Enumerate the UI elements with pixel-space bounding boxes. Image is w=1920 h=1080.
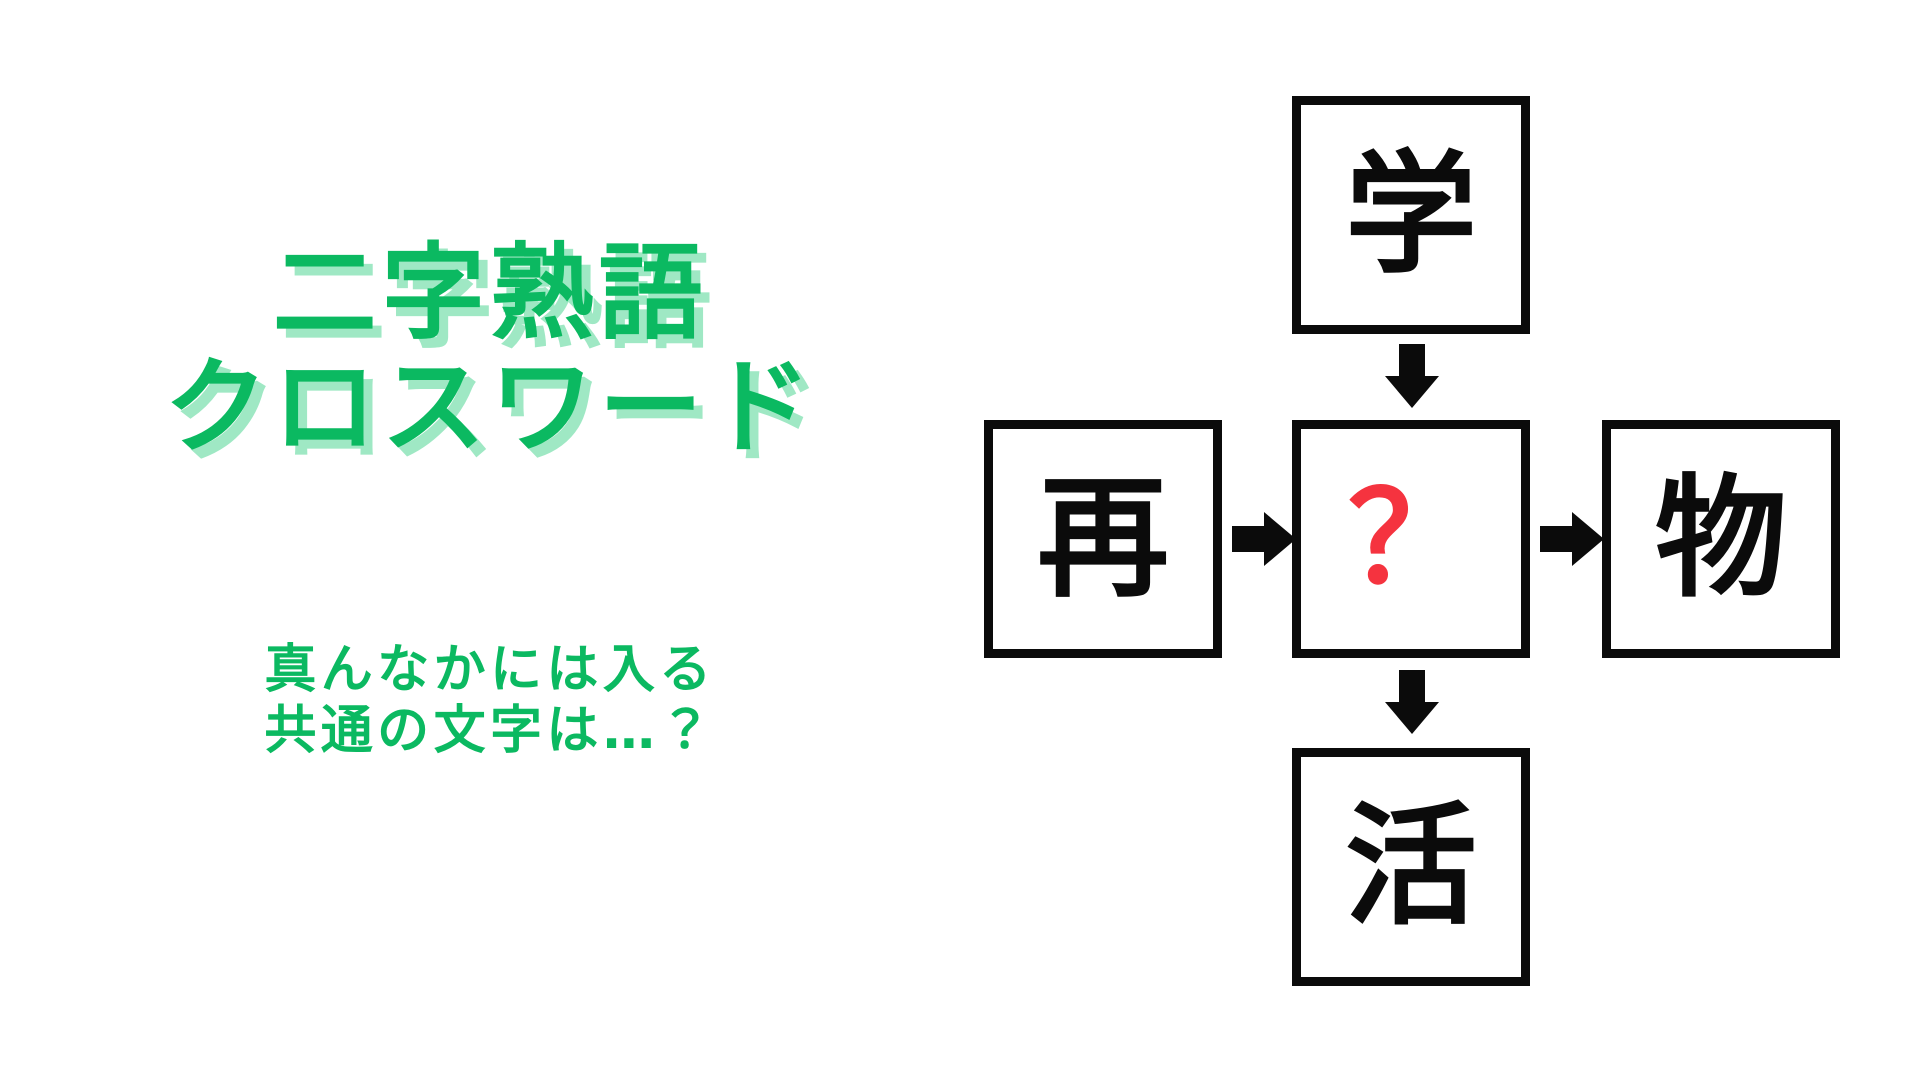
cell-right-char: 物 [1655,462,1787,616]
arrow-right-icon-left-to-center [1232,512,1298,566]
arrow-head [1572,512,1604,566]
subtitle-line-2: 共通の文字は…？ [264,700,716,761]
title-line-1: 二字熟語 [272,232,708,354]
arrow-shaft [1540,526,1574,552]
title-block: 二字熟語 クロスワード [0,232,980,469]
arrow-head [1385,376,1439,408]
arrow-shaft [1399,344,1425,378]
cell-top-char: 学 [1345,138,1477,292]
crossword-diagram: 学 再 ？ 物 活 [960,0,1920,1080]
title-line-2: クロスワード [163,346,817,469]
arrow-shaft [1232,526,1266,552]
cell-right[interactable]: 物 [1602,420,1840,658]
arrow-head [1385,702,1439,734]
arrow-head [1264,512,1296,566]
cell-bottom[interactable]: 活 [1292,748,1530,986]
arrow-down-icon-top-to-center [1385,344,1439,410]
cell-left[interactable]: 再 [984,420,1222,658]
subtitle-line-1: 真んなかには入る [264,640,716,700]
arrow-down-icon-center-to-bottom [1385,670,1439,736]
subtitle-block: 真んなかには入る 共通の文字は…？ [0,640,980,762]
arrow-right-icon-center-to-right [1540,512,1606,566]
answer-question-mark: ？ [1348,465,1474,612]
arrow-shaft [1399,670,1425,704]
cell-top[interactable]: 学 [1292,96,1530,334]
cell-left-char: 再 [1037,462,1169,616]
cell-center-answer[interactable]: ？ [1292,420,1530,658]
cell-bottom-char: 活 [1345,790,1477,944]
